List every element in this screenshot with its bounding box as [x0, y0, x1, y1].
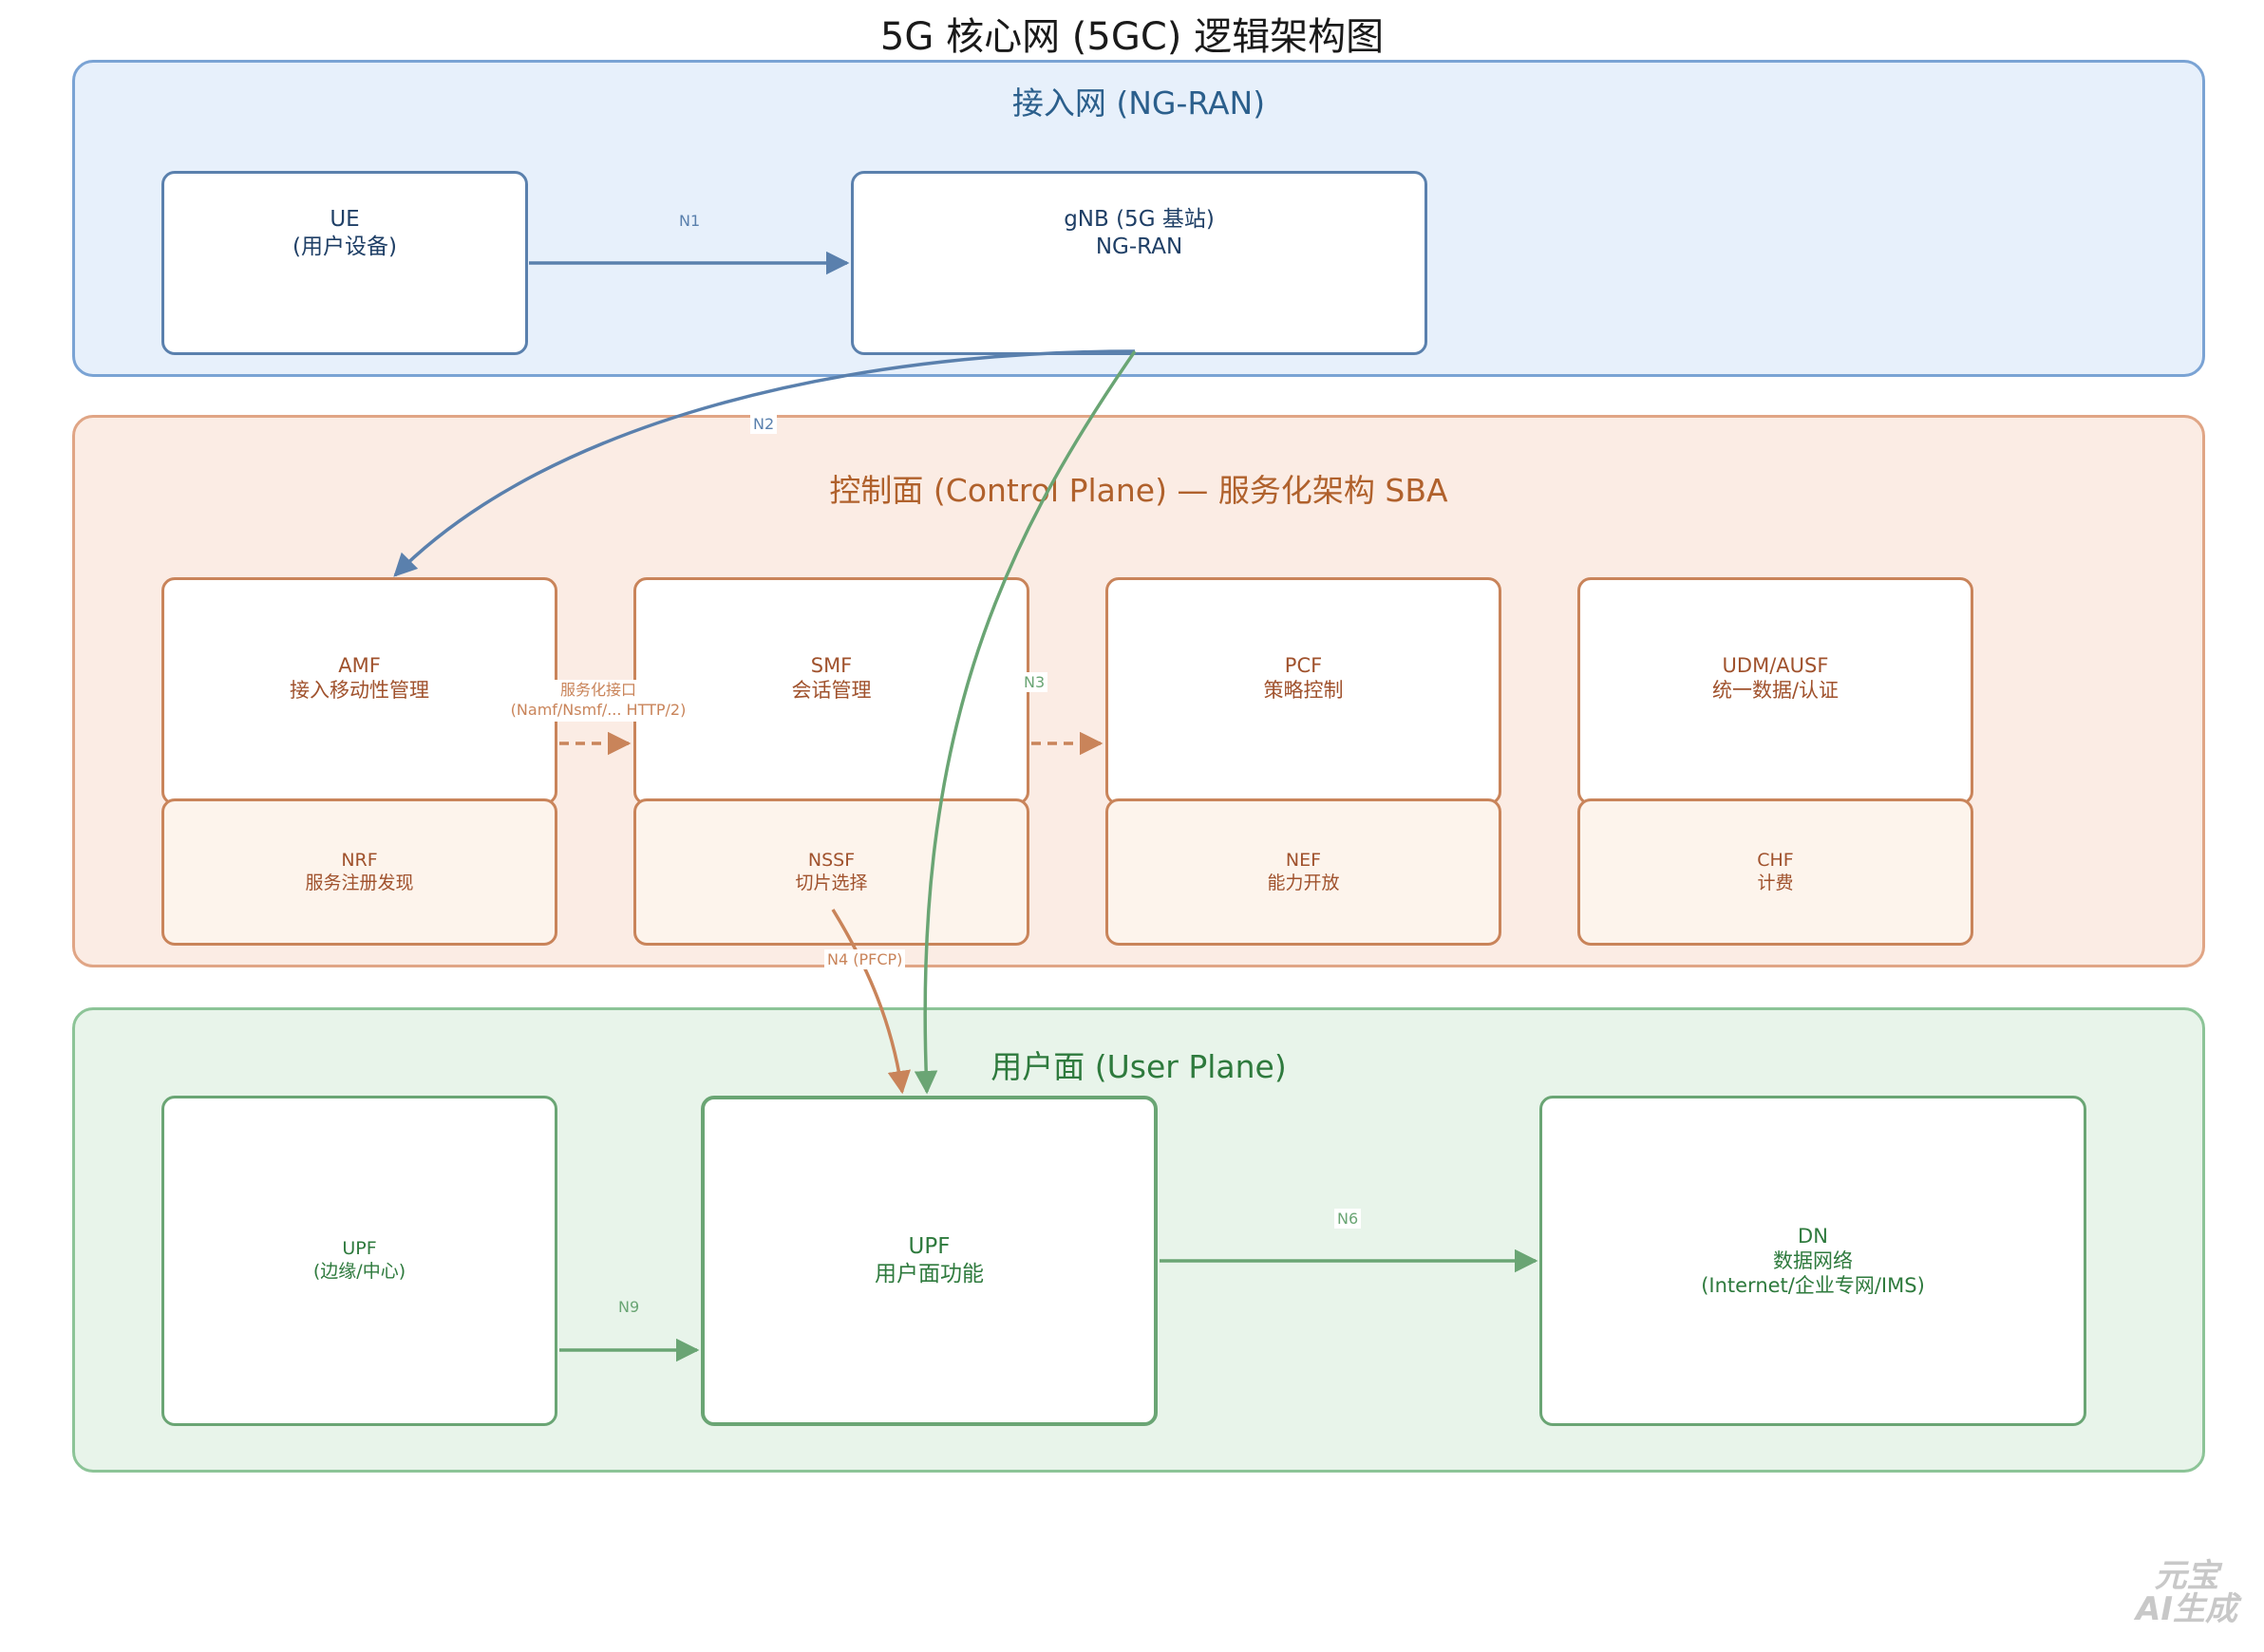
- upf-main-label: UPF: [908, 1234, 951, 1260]
- ue-desc: (用户设备): [292, 234, 397, 259]
- gnb-label: gNB (5G 基站): [1064, 207, 1215, 232]
- n6-label: N6: [1334, 1209, 1362, 1229]
- amf-label: AMF: [338, 653, 381, 677]
- n9-label: N9: [615, 1297, 643, 1317]
- amf-desc: 接入移动性管理: [290, 679, 429, 702]
- smf-desc: 会话管理: [791, 679, 872, 702]
- chf-desc: 计费: [1757, 872, 1794, 893]
- smf-label: SMF: [810, 653, 853, 677]
- nef-desc: 能力开放: [1267, 872, 1340, 893]
- watermark-line2: AI生成: [2136, 1590, 2237, 1629]
- n4-arrow: [831, 909, 912, 1095]
- sba-label-line1: 服务化接口: [559, 681, 636, 699]
- nssf-node[interactable]: NSSF 切片选择: [633, 798, 1029, 946]
- nrf-label: NRF: [341, 849, 378, 871]
- chf-node[interactable]: CHF 计费: [1577, 798, 1973, 946]
- dn-desc: 数据网络: [1773, 1248, 1853, 1272]
- diagram-title: 5G 核心网 (5GC) 逻辑架构图: [879, 15, 1385, 59]
- ue-label: UE: [330, 207, 360, 232]
- dn-label: DN: [1798, 1224, 1828, 1248]
- dn-node[interactable]: DN 数据网络 (Internet/企业专网/IMS): [1539, 1096, 2086, 1426]
- nrf-node[interactable]: NRF 服务注册发现: [161, 798, 557, 946]
- n3-label: N3: [1021, 672, 1048, 692]
- sba-label: 服务化接口 (Namf/Nsmf/... HTTP/2): [503, 680, 693, 722]
- udm-ausf-node[interactable]: UDM/AUSF 统一数据/认证: [1577, 577, 1973, 805]
- nef-node[interactable]: NEF 能力开放: [1105, 798, 1501, 946]
- nef-label: NEF: [1285, 849, 1322, 871]
- watermark-line1: 元宝: [2154, 1556, 2219, 1595]
- n1-label: N1: [676, 211, 704, 231]
- n2-arrow: [393, 349, 1136, 577]
- pcf-desc: 策略控制: [1263, 679, 1344, 702]
- nrf-desc: 服务注册发现: [305, 872, 414, 893]
- upf-main-desc: 用户面功能: [875, 1262, 984, 1286]
- pcf-label: PCF: [1284, 653, 1323, 677]
- chf-label: CHF: [1757, 849, 1794, 871]
- dn-examples: (Internet/企业专网/IMS): [1701, 1274, 1925, 1298]
- n4-label: N4 (PFCP): [824, 949, 906, 969]
- upf-main-node[interactable]: UPF 用户面功能: [701, 1096, 1158, 1426]
- control-plane-zone-title: 控制面 (Control Plane) — 服务化架构 SBA: [829, 472, 1448, 509]
- gnb-desc: NG-RAN: [1095, 234, 1183, 259]
- ran-zone-title: 接入网 (NG-RAN): [1011, 84, 1266, 122]
- sba-label-line2: (Namf/Nsmf/... HTTP/2): [510, 700, 687, 719]
- udm-ausf-desc: 统一数据/认证: [1711, 679, 1840, 702]
- upf-edge-node[interactable]: UPF (边缘/中心): [161, 1096, 557, 1426]
- ue-node[interactable]: UE (用户设备): [161, 171, 528, 355]
- upf-edge-label: UPF: [342, 1238, 377, 1260]
- n3-arrow: [914, 350, 1137, 1095]
- watermark-logo: 元宝 AI生成: [2136, 1556, 2237, 1629]
- n2-label: N2: [750, 414, 778, 434]
- udm-ausf-label: UDM/AUSF: [1722, 653, 1829, 677]
- gnb-node[interactable]: gNB (5G 基站) NG-RAN: [851, 171, 1427, 355]
- upf-edge-desc: (边缘/中心): [312, 1261, 406, 1282]
- user-plane-zone-title: 用户面 (User Plane): [990, 1048, 1287, 1085]
- nssf-label: NSSF: [807, 849, 856, 871]
- nssf-desc: 切片选择: [795, 872, 868, 893]
